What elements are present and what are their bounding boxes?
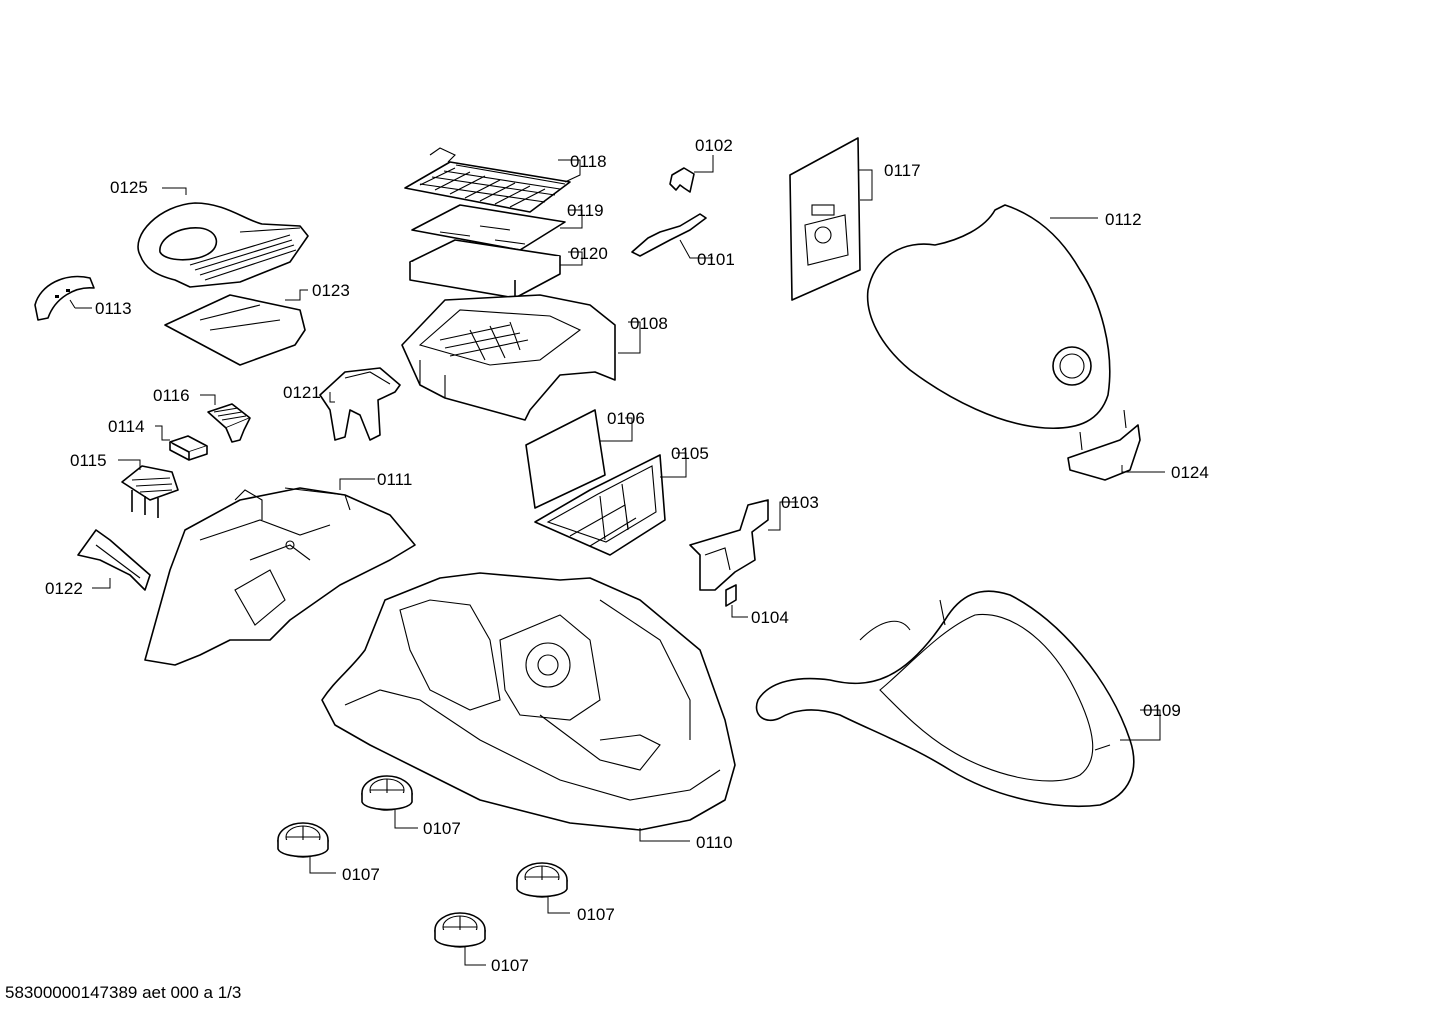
part-0116-drawing — [207, 403, 251, 443]
label-0111: 0111 — [377, 470, 412, 489]
part-0114-drawing — [169, 435, 208, 461]
label-0115: 0115 — [70, 451, 107, 470]
part-0106-drawing — [525, 409, 606, 509]
leader-lines — [69, 155, 1165, 966]
label-0125: 0125 — [110, 178, 148, 197]
label-0103: 0103 — [781, 493, 819, 512]
part-0107-drawing-d — [434, 912, 486, 948]
label-0102: 0102 — [695, 136, 733, 155]
part-0125-drawing — [137, 202, 309, 288]
part-labels: 0102 0101 0118 0119 0120 0108 0106 0105 … — [45, 136, 1209, 975]
part-0115-drawing — [121, 465, 179, 518]
label-0116: 0116 — [153, 386, 190, 405]
label-0108: 0108 — [630, 314, 668, 333]
part-0107-drawing-a — [361, 775, 413, 811]
part-0107-drawing-c — [516, 862, 568, 898]
part-0111-drawing — [144, 487, 416, 666]
label-0109: 0109 — [1143, 701, 1181, 720]
label-0104: 0104 — [751, 608, 789, 627]
label-0119: 0119 — [567, 201, 604, 220]
part-0105-drawing — [534, 454, 666, 556]
part-0103-drawing — [689, 499, 769, 591]
label-0107-a: 0107 — [423, 819, 461, 838]
part-0123-drawing — [164, 294, 306, 366]
part-0120-drawing — [409, 239, 561, 299]
label-0118: 0118 — [570, 152, 607, 171]
label-0106: 0106 — [607, 409, 645, 428]
part-0104-drawing — [725, 584, 737, 607]
drawing-reference-footer: 58300000147389 aet 000 a 1/3 — [5, 983, 241, 1002]
part-0112-drawing — [866, 204, 1111, 430]
part-0113-drawing — [34, 275, 95, 321]
label-0107-b: 0107 — [342, 865, 380, 884]
label-0120: 0120 — [570, 244, 608, 263]
part-0109-drawing — [755, 590, 1135, 808]
label-0123: 0123 — [312, 281, 350, 300]
label-0110: 0110 — [696, 833, 733, 852]
label-0107-c: 0107 — [577, 905, 615, 924]
part-0101-drawing — [631, 213, 707, 257]
part-0108-drawing — [401, 294, 616, 421]
part-0102-drawing — [669, 167, 695, 193]
label-0107-d: 0107 — [491, 956, 529, 975]
part-0118-drawing — [404, 147, 571, 213]
part-0119-drawing — [411, 204, 566, 251]
label-0122: 0122 — [45, 579, 83, 598]
part-0121-drawing — [319, 367, 401, 441]
label-0101: 0101 — [697, 250, 735, 269]
label-0114: 0114 — [108, 417, 145, 436]
label-0105: 0105 — [671, 444, 709, 463]
part-0122-drawing — [77, 529, 151, 591]
part-0110-drawing — [321, 572, 736, 831]
label-0121: 0121 — [283, 383, 321, 402]
label-0117: 0117 — [884, 161, 921, 180]
label-0124: 0124 — [1171, 463, 1209, 482]
part-0107-drawing-b — [277, 822, 329, 858]
label-0113: 0113 — [95, 299, 132, 318]
part-0117-drawing — [789, 137, 861, 301]
label-0112: 0112 — [1105, 210, 1142, 229]
